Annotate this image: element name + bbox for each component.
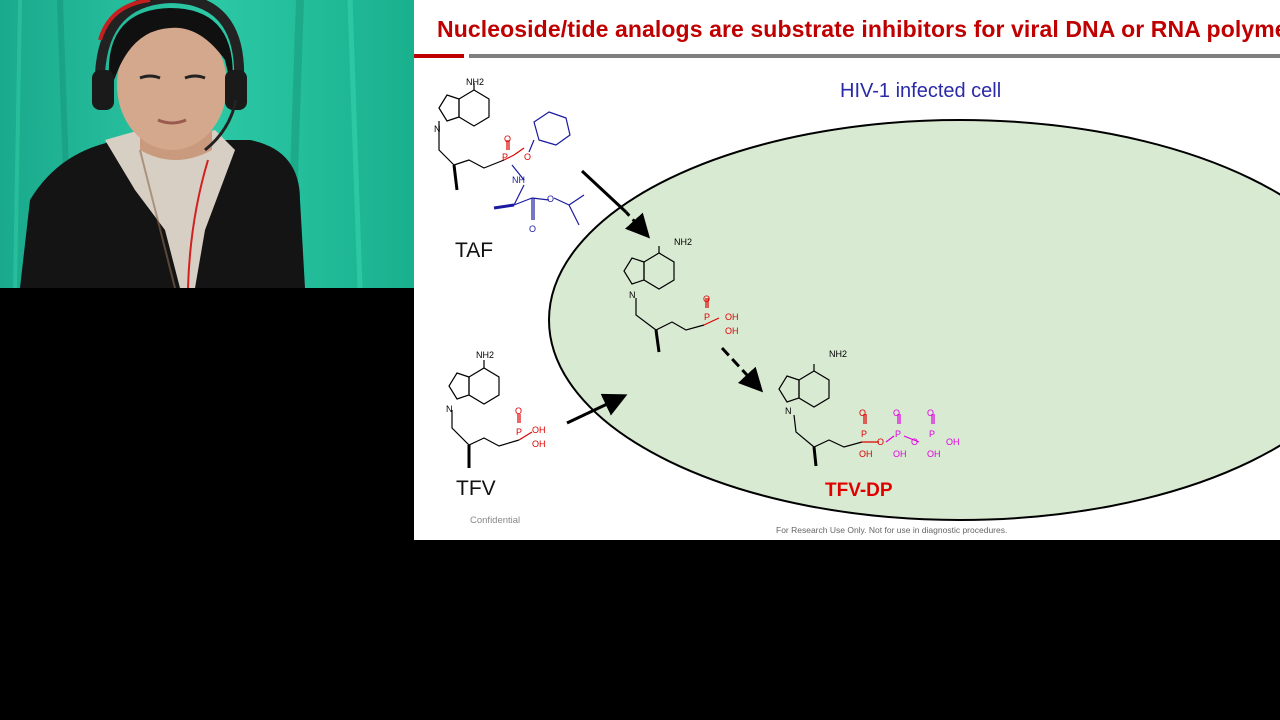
tfv-structure: NH2 N P O OH OH xyxy=(446,350,546,468)
tfv-dp-label: TFV-DP xyxy=(825,480,893,501)
slide-title: Nucleoside/tide analogs are substrate in… xyxy=(437,16,1280,42)
svg-text:OH: OH xyxy=(725,312,739,322)
svg-text:OH: OH xyxy=(725,326,739,336)
title-rule xyxy=(469,54,1280,58)
taf-label: TAF xyxy=(455,239,494,262)
svg-text:O: O xyxy=(515,406,522,416)
svg-text:O: O xyxy=(703,294,710,304)
svg-text:N: N xyxy=(629,290,636,300)
title-accent-bar xyxy=(414,54,464,58)
svg-text:O: O xyxy=(547,194,554,204)
svg-text:OH: OH xyxy=(893,449,907,459)
presentation-slide: NH2 N P O O xyxy=(414,0,1280,540)
svg-text:O: O xyxy=(524,152,531,162)
arrow-icon xyxy=(720,346,764,393)
svg-text:P: P xyxy=(861,429,867,439)
svg-text:O: O xyxy=(911,437,918,447)
cell-ellipse xyxy=(548,119,1280,521)
svg-text:P: P xyxy=(516,427,522,437)
svg-text:NH2: NH2 xyxy=(466,77,484,87)
svg-text:NH2: NH2 xyxy=(476,350,494,360)
svg-text:O: O xyxy=(859,408,866,418)
svg-text:N: N xyxy=(446,404,453,414)
svg-text:N: N xyxy=(785,406,792,416)
svg-text:OH: OH xyxy=(859,449,873,459)
arrow-icon xyxy=(566,393,628,425)
slide-graphics: NH2 N P O O xyxy=(414,54,1280,521)
cell-label: HIV-1 infected cell xyxy=(840,80,1002,102)
svg-text:P: P xyxy=(502,152,508,162)
confidential-note: Confidential xyxy=(470,515,521,526)
presenter-video-frame xyxy=(0,0,414,288)
svg-text:O: O xyxy=(927,408,934,418)
svg-text:N: N xyxy=(434,124,441,134)
taf-structure: NH2 N P O O xyxy=(434,77,585,234)
svg-text:OH: OH xyxy=(946,437,960,447)
arrow-icon xyxy=(580,169,651,239)
svg-text:P: P xyxy=(929,429,935,439)
headset-icon xyxy=(92,70,247,110)
svg-text:O: O xyxy=(893,408,900,418)
svg-text:P: P xyxy=(895,429,901,439)
svg-text:OH: OH xyxy=(927,449,941,459)
svg-text:OH: OH xyxy=(532,439,546,449)
svg-text:O: O xyxy=(877,437,884,447)
svg-text:P: P xyxy=(704,312,710,322)
svg-text:OH: OH xyxy=(532,425,546,435)
tfv-label: TFV xyxy=(456,477,496,500)
svg-text:NH: NH xyxy=(512,175,525,185)
svg-text:O: O xyxy=(504,134,511,144)
tfv-monophosphonate-structure: NH2 N P O OH OH xyxy=(623,237,739,353)
svg-text:NH2: NH2 xyxy=(674,237,692,247)
svg-text:NH2: NH2 xyxy=(829,349,847,359)
research-use-note: For Research Use Only. Not for use in di… xyxy=(776,525,1008,535)
svg-text:O: O xyxy=(529,224,536,234)
webcam-video xyxy=(0,0,414,288)
tfv-dp-structure: NH2 N P O OH O P O OH O P xyxy=(778,349,960,467)
